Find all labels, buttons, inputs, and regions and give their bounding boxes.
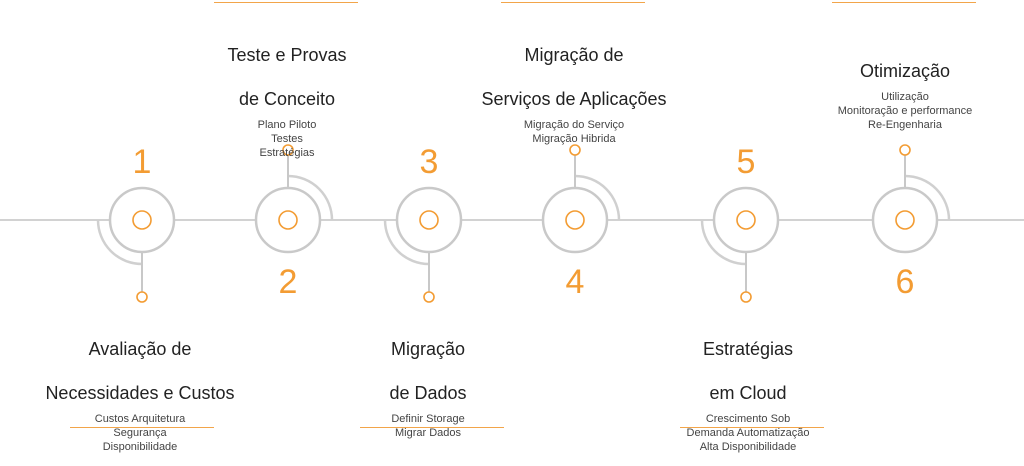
step-5-pin (740, 291, 752, 303)
step-6-text: Otimização Utilização Monitoração e perf… (785, 38, 1024, 132)
accent-rule-step-2 (214, 2, 358, 3)
step-2-text: Teste e Provas de Conceito Plano Piloto … (167, 22, 407, 160)
step-4-title-line-2: Serviços de Aplicações (481, 89, 667, 109)
step-4-item: Migração Hibrida (532, 133, 616, 145)
step-6-item: Utilização (881, 91, 929, 103)
step-2-pin (282, 144, 294, 156)
step-3-outer-arc (383, 219, 430, 266)
step-4-item: Migração do Serviço (523, 119, 625, 131)
step-4-number: 4 (566, 263, 585, 301)
step-2-outer-arc (287, 174, 334, 221)
step-5-outer-arc (700, 219, 747, 266)
step-3-title: Migração de Dados (308, 316, 548, 404)
step-1-items: Custos Arquitetura Segurança Disponibili… (20, 412, 260, 454)
step-3-items: Definir Storage Migrar Dados (308, 412, 548, 440)
step-6-number: 6 (896, 263, 915, 301)
accent-rule-step-1 (70, 427, 214, 428)
step-5-items: Crescimento Sob Demanda Automatização Al… (628, 412, 868, 454)
step-5-node-center (736, 210, 756, 230)
step-3-item: Definir Storage (391, 413, 465, 425)
step-4-text: Migração de Serviços de Aplicações Migra… (454, 22, 694, 146)
step-5-item: Crescimento Sob (705, 413, 791, 425)
step-2-item: Estratégias (259, 147, 315, 159)
step-1-title: Avaliação de Necessidades e Custos (20, 316, 260, 404)
step-1-number: 1 (133, 143, 152, 181)
step-1-text: Avaliação de Necessidades e Custos Custo… (20, 316, 260, 454)
step-2-number: 2 (279, 263, 298, 301)
step-4-outer-arc (574, 174, 621, 221)
step-4-pin (569, 144, 581, 156)
step-3-title-line-2: de Dados (389, 383, 467, 403)
step-6-title-line-1: Otimização (859, 61, 951, 81)
accent-rule-step-3 (360, 427, 504, 428)
step-6-title: Otimização (785, 38, 1024, 82)
step-2-title-line-1: Teste e Provas (227, 45, 347, 65)
step-5-title-line-1: Estratégias (702, 339, 794, 359)
step-5-title: Estratégias em Cloud (628, 316, 868, 404)
step-4-node-center (565, 210, 585, 230)
step-1-node-center (132, 210, 152, 230)
step-3-node-center (419, 210, 439, 230)
step-6-pin (899, 144, 911, 156)
step-2-node-center (278, 210, 298, 230)
step-1-title-line-1: Avaliação de (88, 339, 192, 359)
step-3-pin (423, 291, 435, 303)
step-1-item: Segurança (113, 427, 167, 439)
step-5-item: Demanda Automatização (686, 427, 810, 439)
step-1-title-line-2: Necessidades e Custos (45, 383, 235, 403)
accent-rule-step-5 (680, 427, 824, 428)
step-1-outer-arc (96, 219, 143, 266)
step-3-number: 3 (420, 143, 439, 181)
step-5-number: 5 (737, 143, 756, 181)
step-1-item: Disponibilidade (102, 441, 178, 453)
step-2-item: Testes (271, 133, 303, 145)
step-3-text: Migração de Dados Definir Storage Migrar… (308, 316, 548, 440)
step-3-item: Migrar Dados (394, 427, 462, 439)
step-1-pin (136, 291, 148, 303)
step-6-outer-arc (904, 174, 951, 221)
step-6-item: Monitoração e performance (837, 105, 973, 117)
step-2-items: Plano Piloto Testes Estratégias (167, 118, 407, 160)
step-5-item: Alta Disponibilidade (699, 441, 797, 453)
step-4-title-line-1: Migração de (524, 45, 624, 65)
step-6-node-center (895, 210, 915, 230)
step-4-title: Migração de Serviços de Aplicações (454, 22, 694, 110)
step-4-items: Migração do Serviço Migração Hibrida (454, 118, 694, 146)
step-2-item: Plano Piloto (257, 119, 317, 131)
step-2-title: Teste e Provas de Conceito (167, 22, 407, 110)
step-5-text: Estratégias em Cloud Crescimento Sob Dem… (628, 316, 868, 454)
accent-rule-step-4 (501, 2, 645, 3)
step-3-title-line-1: Migração (390, 339, 466, 359)
step-6-item: Re-Engenharia (868, 119, 942, 131)
step-2-title-line-2: de Conceito (238, 89, 336, 109)
step-5-title-line-2: em Cloud (709, 383, 787, 403)
step-6-items: Utilização Monitoração e performance Re-… (785, 90, 1024, 132)
step-1-item: Custos Arquitetura (94, 413, 186, 425)
accent-rule-step-6 (832, 2, 976, 3)
